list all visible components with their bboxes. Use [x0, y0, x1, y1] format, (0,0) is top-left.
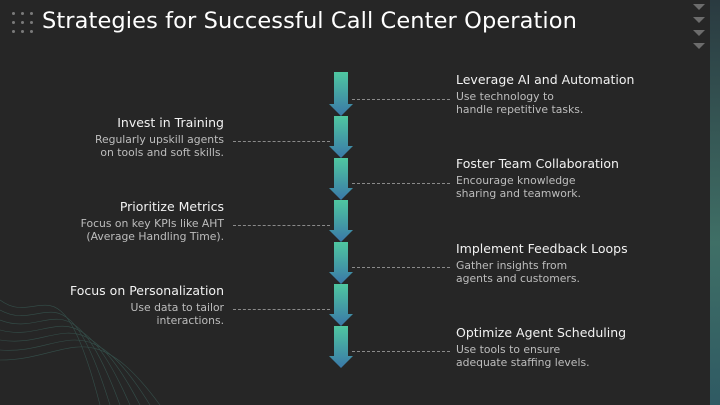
step-heading: Optimize Agent Scheduling	[456, 325, 627, 340]
step-block: Focus on Personalization Use data to tai…	[0, 283, 224, 327]
connector-line	[352, 183, 450, 184]
step-description-line: Use data to tailor	[130, 301, 224, 314]
step-description-line: on tools and soft skills.	[100, 146, 224, 159]
connector-line	[233, 225, 330, 226]
step-heading: Implement Feedback Loops	[456, 241, 628, 256]
step-heading: Prioritize Metrics	[119, 199, 224, 214]
step-description-line: sharing and teamwork.	[456, 187, 581, 200]
step-heading: Foster Team Collaboration	[456, 156, 619, 171]
step-block: Invest in Training Regularly upskill age…	[0, 115, 224, 159]
step-description-line: agents and customers.	[456, 272, 580, 285]
connector-line	[352, 99, 450, 100]
spine-arrow-segment	[329, 72, 353, 116]
step-description-line: Focus on key KPIs like AHT	[80, 217, 224, 230]
spine-arrow-segment	[329, 326, 353, 368]
step-heading: Invest in Training	[117, 115, 224, 130]
step-heading: Leverage AI and Automation	[456, 72, 635, 87]
connector-line	[233, 309, 330, 310]
connector-line	[233, 141, 330, 142]
spine-arrow-segment	[329, 158, 353, 200]
right-accent-bar	[710, 0, 720, 405]
step-description-line: Use technology to	[456, 90, 554, 103]
dot-grid-icon	[12, 12, 36, 38]
step-description-line: interactions.	[156, 314, 224, 327]
step-block: Optimize Agent Scheduling Use tools to e…	[456, 325, 696, 369]
connector-line	[352, 267, 450, 268]
spine-arrow-segment	[329, 116, 353, 158]
spine-arrow-segment	[329, 242, 353, 284]
step-description-line: Encourage knowledge	[456, 174, 576, 187]
chevron-down-icon	[693, 4, 705, 49]
connector-line	[352, 351, 450, 352]
step-block: Implement Feedback Loops Gather insights…	[456, 241, 696, 285]
step-description-line: handle repetitive tasks.	[456, 103, 584, 116]
spine-arrow-segment	[329, 284, 353, 326]
slide-title: Strategies for Successful Call Center Op…	[42, 8, 578, 34]
step-description-line: (Average Handling Time).	[86, 230, 224, 243]
step-description-line: Regularly upskill agents	[94, 133, 224, 146]
spine-arrow-segment	[329, 200, 353, 242]
step-heading: Focus on Personalization	[70, 283, 224, 298]
step-block: Prioritize Metrics Focus on key KPIs lik…	[0, 199, 224, 243]
step-description-line: adequate staffing levels.	[456, 356, 590, 369]
step-block: Leverage AI and Automation Use technolog…	[456, 72, 696, 116]
step-description-line: Gather insights from	[456, 259, 568, 272]
step-block: Foster Team Collaboration Encourage know…	[456, 156, 696, 200]
step-description-line: Use tools to ensure	[456, 343, 561, 356]
